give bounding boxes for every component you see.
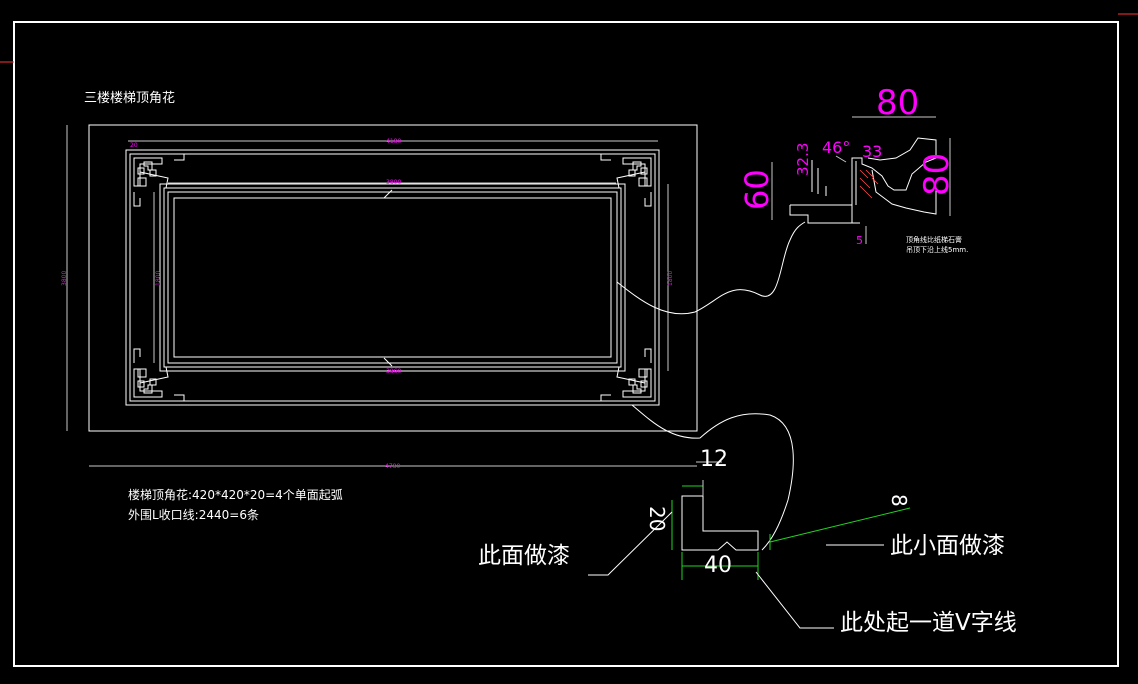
profile-hatch [859,169,879,199]
plan-frame-1 [125,149,660,406]
l-section-outline [681,495,759,551]
leader-left [588,511,673,576]
drawing-border [13,21,1119,667]
profile-outline [789,137,937,224]
corner-ornament-tl [133,153,185,207]
dim-label-5: 5 [856,234,863,247]
dim-label-33: 33 [862,142,882,161]
plan-frame-2 [129,153,656,402]
label-paint-small-face: 此小面做漆 [890,533,1005,559]
profile-step [811,160,827,196]
panel-frame-4 [173,197,612,358]
corner-ornament-br [600,348,652,402]
l-section: 12 8 20 40 此面做漆 此小面做漆 此处起一道V字线 [478,447,1017,636]
corner-ornament-tr [600,153,652,207]
dim-label-12: 12 [700,447,728,472]
dim-label-40: 40 [704,553,732,578]
label-v-groove: 此处起一道V字线 [840,610,1017,636]
dim-label-left-inner: 1800 [155,271,162,286]
corner-ornament-bl [133,348,185,402]
note-line-2: 外围L收口线:2440=6条 [128,508,259,522]
dim-label-60: 60 [738,169,776,210]
dim-label-left: 3800 [61,271,68,286]
connector-curve-upper [616,221,806,315]
panel-frame-2 [163,187,622,368]
panel-frame-3 [167,191,618,364]
label-paint-face: 此面做漆 [478,543,570,569]
dim-label-80-right: 80 [917,153,957,196]
dim-label-panel-top: 3800 [386,179,401,186]
ceiling-plan: 4180 20 3800 3860 4780 3800 1800 1800 [61,124,698,470]
profile-note-1: 顶角线比纸梯石膏 [906,235,962,244]
plan-outer-frame [88,124,698,432]
drawing-title: 三楼楼梯顶角花 [84,90,175,106]
dim-label-top: 4180 [386,138,401,145]
crown-profile: 80 80 60 32.3 46° 33 5 顶角线比纸梯石膏 吊顶下沿上线5m… [738,83,968,254]
dim-label-small: 20 [130,142,138,149]
note-line-1: 楼梯顶角花:420*420*20=4个单面起弧 [128,487,343,502]
dim-label-panel-bottom: 3860 [386,368,401,375]
arrow-marker-top [383,189,393,199]
dim-label-right: 1800 [667,271,674,286]
connector-curve-lower [631,404,794,551]
dim-label-46: 46° [822,138,850,157]
panel-frame-1 [159,183,626,372]
profile-inner [855,161,937,215]
leader-bottom [755,571,834,629]
dim-8-leader [769,507,911,543]
profile-note-2: 吊顶下沿上线5mm. [906,245,968,254]
dim-label-32: 32.3 [794,143,812,176]
dim-46-leader [835,155,847,163]
dim-label-80-top: 80 [876,83,919,123]
arrow-marker-bottom [383,357,393,367]
dim-label-8: 8 [887,494,911,507]
dim-label-bottom: 4780 [385,463,400,470]
